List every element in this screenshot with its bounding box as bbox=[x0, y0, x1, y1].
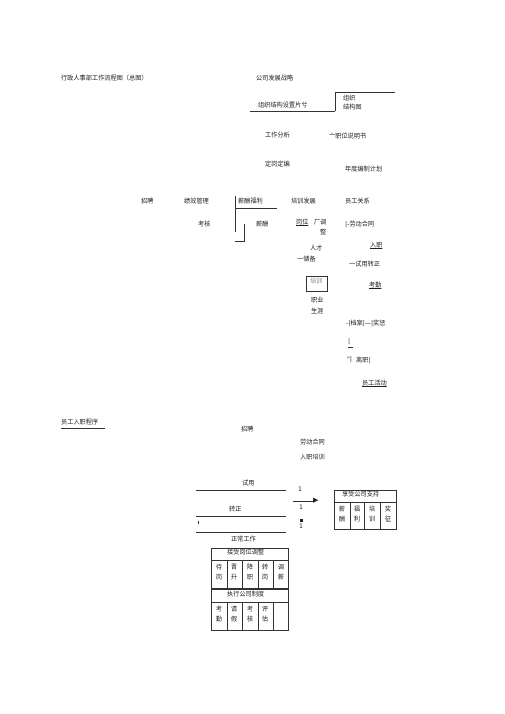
flow-marker-2: 1 bbox=[299, 504, 303, 511]
labor-contract-node: |-劳动合同 bbox=[345, 221, 375, 228]
company-policy-title: 执行公司制度 bbox=[227, 591, 265, 598]
support-col-divider-3 bbox=[380, 502, 381, 530]
chart-2-title-underline bbox=[61, 428, 105, 429]
policy-col-1 bbox=[227, 602, 228, 631]
policy-col-2 bbox=[242, 602, 243, 631]
regular-bottom-line bbox=[196, 532, 286, 533]
policy-evaluation: 评估 bbox=[261, 606, 269, 623]
post-adjust-col-2 bbox=[242, 560, 243, 589]
policy-col-3 bbox=[258, 602, 259, 631]
support-item-reward: 奖征 bbox=[384, 506, 392, 523]
career-node-line2: 生涯 bbox=[311, 308, 324, 315]
post-adjust-title: 接受岗位调整 bbox=[227, 549, 265, 556]
post-adjust-salary: 调薪 bbox=[277, 564, 285, 581]
support-arrow-line bbox=[293, 501, 315, 502]
talent-node-line1: 人才 bbox=[310, 245, 323, 252]
job-description-node: 亠职位说明书 bbox=[329, 133, 367, 140]
entry-node: 入职 bbox=[370, 242, 383, 249]
assessment-node: 考核 bbox=[198, 221, 211, 228]
training-node: 培训发展 bbox=[291, 198, 316, 205]
job-analysis-node: 工作分析 bbox=[265, 132, 290, 139]
company-support-box bbox=[334, 490, 397, 530]
org-design-node: 组织结构设置片兮 bbox=[258, 102, 308, 109]
support-item-training: 培训 bbox=[368, 506, 376, 523]
post-adjust-demotion: 降职 bbox=[246, 564, 254, 581]
chart-1-title: 行政人事部工作流程图（总图） bbox=[61, 75, 148, 82]
policy-col-4 bbox=[273, 602, 274, 631]
compensation-bracket-line bbox=[235, 196, 236, 232]
attendance-node: 考勤 bbox=[369, 282, 382, 289]
staffing-node: 定岗定编 bbox=[265, 161, 290, 168]
company-strategy-node: 公司发展战略 bbox=[256, 75, 294, 82]
support-item-salary: 薪酬 bbox=[338, 506, 346, 523]
chart-2-title: 员工入职程序 bbox=[61, 419, 99, 426]
compensation-node: 薪酬福利 bbox=[238, 198, 263, 205]
policy-attendance: 考勤 bbox=[215, 606, 223, 623]
training-box-label: 培训 bbox=[310, 278, 323, 285]
org-chart-node: 组织 结构图 bbox=[343, 95, 362, 111]
salary-branch-foot bbox=[235, 241, 245, 242]
regular-line bbox=[196, 516, 286, 517]
post-adjust-promotion: 晋升 bbox=[230, 564, 238, 581]
onboard-entry-training-node: 入职培训 bbox=[300, 454, 325, 461]
performance-node: 绩效管理 bbox=[184, 198, 209, 205]
connector-glyph-foot bbox=[348, 347, 353, 348]
flow-marker-3: 1 bbox=[299, 523, 303, 530]
policy-leave: 请假 bbox=[230, 606, 238, 623]
support-arrow-head: ▶ bbox=[313, 496, 319, 504]
training-box bbox=[306, 276, 328, 292]
flow-dot bbox=[300, 519, 303, 522]
leave-node: 离职| bbox=[356, 357, 371, 364]
talent-node-line2: 一储备 bbox=[297, 256, 316, 263]
company-policy-box bbox=[211, 589, 289, 631]
connector-glyph: | bbox=[348, 338, 351, 345]
support-col-divider-1 bbox=[350, 502, 351, 530]
leave-glyph: "| bbox=[347, 356, 352, 363]
support-col-divider-2 bbox=[364, 502, 365, 530]
post-adjust-box bbox=[211, 548, 289, 589]
onboard-probation-node: 试用 bbox=[242, 480, 255, 487]
onboard-labor-contract-node: 劳动合同 bbox=[300, 439, 325, 446]
support-item-welfare: 福利 bbox=[353, 506, 361, 523]
policy-assessment: 考核 bbox=[246, 606, 254, 623]
post-adjust-transfer: 转岗 bbox=[261, 564, 269, 581]
org-chart-left-line bbox=[335, 92, 336, 111]
recruit-node: 招聘 bbox=[141, 198, 154, 205]
archives-rewards-node: -|档案|—|奖惩 bbox=[346, 320, 386, 327]
adjust-node-line1: 厂调 bbox=[314, 219, 327, 226]
company-policy-divider bbox=[211, 602, 289, 603]
normal-work-node: 正常工作 bbox=[231, 536, 256, 543]
career-node-line1: 职业 bbox=[311, 297, 324, 304]
post-node: 岗位 bbox=[296, 219, 309, 226]
annual-plan-node: 年度编制计划 bbox=[345, 166, 383, 173]
post-adjust-col-4 bbox=[273, 560, 274, 589]
org-chart-top-line bbox=[335, 92, 395, 93]
adjust-node-line2: 整 bbox=[320, 229, 327, 236]
post-adjust-col-1 bbox=[227, 560, 228, 589]
employee-relations-node: 员工关系 bbox=[345, 198, 370, 205]
salary-branch-line bbox=[244, 224, 245, 241]
onboard-recruit-node: 招聘 bbox=[241, 426, 254, 433]
flow-marker-1: 1 bbox=[298, 486, 302, 493]
company-support-divider bbox=[334, 502, 397, 503]
org-design-underline bbox=[250, 111, 335, 112]
regular-tick-1 bbox=[198, 521, 199, 524]
company-support-title: 享受公司支持 bbox=[342, 491, 380, 498]
onboard-regular-node: 转正 bbox=[229, 506, 242, 513]
employee-activities-node: 员工活动 bbox=[362, 380, 387, 387]
post-adjust-divider bbox=[211, 560, 289, 561]
post-adjust-col-3 bbox=[258, 560, 259, 589]
compensation-branch-line bbox=[235, 208, 277, 209]
post-adjust-standby: 待岗 bbox=[215, 564, 223, 581]
probation-line bbox=[196, 490, 286, 491]
salary-node: 薪酬 bbox=[256, 221, 269, 228]
probation-regular-node: 一试用转正 bbox=[349, 261, 380, 268]
